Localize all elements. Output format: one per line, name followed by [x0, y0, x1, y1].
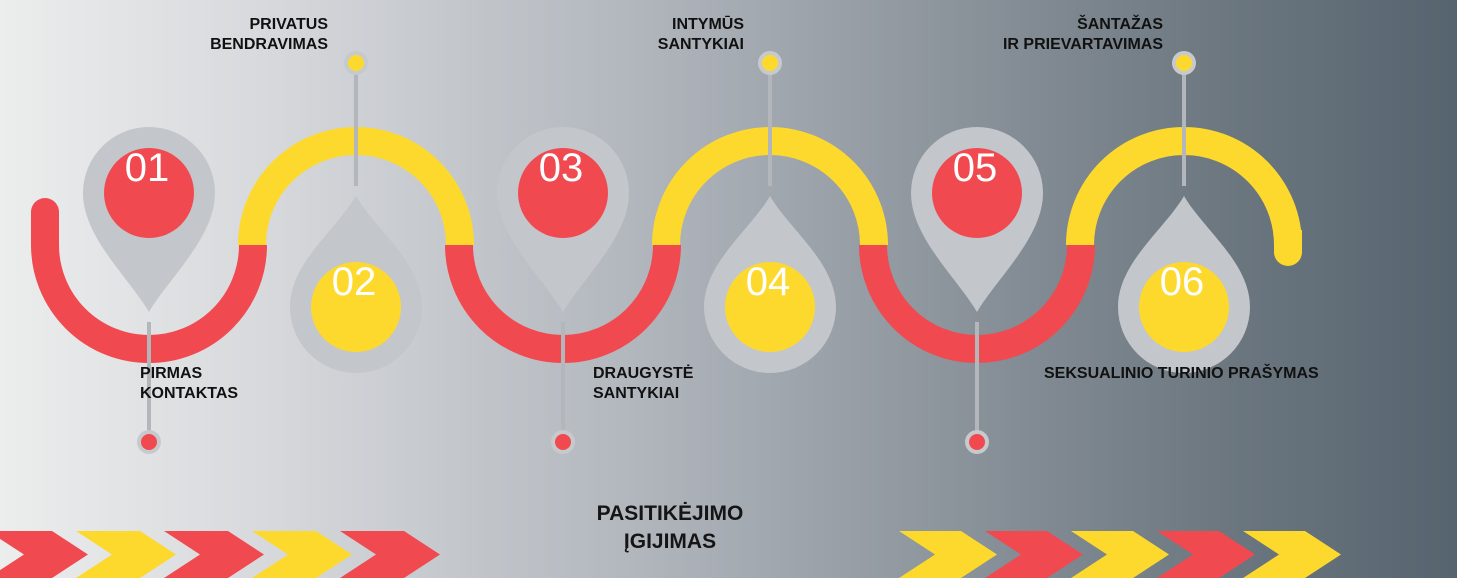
dot-4: [762, 55, 778, 71]
step-number-04: 04: [746, 260, 791, 304]
pin-circle-02: [311, 262, 401, 352]
pin-circle-05: [932, 148, 1022, 238]
dot-6: [1176, 55, 1192, 71]
pin-circle-06: [1139, 262, 1229, 352]
connector-lines: [137, 51, 1196, 454]
chevron-left-1: [0, 531, 88, 578]
pin-circle-01: [104, 148, 194, 238]
step-number-06: 06: [1160, 260, 1205, 304]
step-pins: 01 02 03 04 05 06: [83, 126, 1250, 373]
step-number-03: 03: [539, 146, 584, 190]
chevron-right-5: [1243, 531, 1341, 578]
chevron-right-4: [1157, 531, 1255, 578]
wave-start-stem: [31, 212, 59, 246]
dot-5: [969, 434, 985, 450]
chevron-left-4: [252, 531, 352, 578]
wave-end-stem: [1274, 230, 1302, 252]
chevron-left-3: [164, 531, 264, 578]
chevron-arrows: [0, 531, 1341, 578]
step-06-label: SEKSUALINIO TURINIO PRAŠYMAS: [1044, 365, 1319, 382]
chevron-left-2: [76, 531, 176, 578]
chevron-right-3: [1071, 531, 1169, 578]
step-number-01: 01: [125, 146, 170, 190]
dot-3: [555, 434, 571, 450]
chevron-left-5: [340, 531, 440, 578]
pin-circle-04: [725, 262, 815, 352]
step-number-05: 05: [953, 146, 998, 190]
dot-1: [141, 434, 157, 450]
pin-circle-03: [518, 148, 608, 238]
dot-2: [348, 55, 364, 71]
wave-path: [31, 127, 1302, 363]
chevron-right-1: [899, 531, 997, 578]
chevron-right-2: [985, 531, 1083, 578]
step-number-02: 02: [332, 260, 377, 304]
